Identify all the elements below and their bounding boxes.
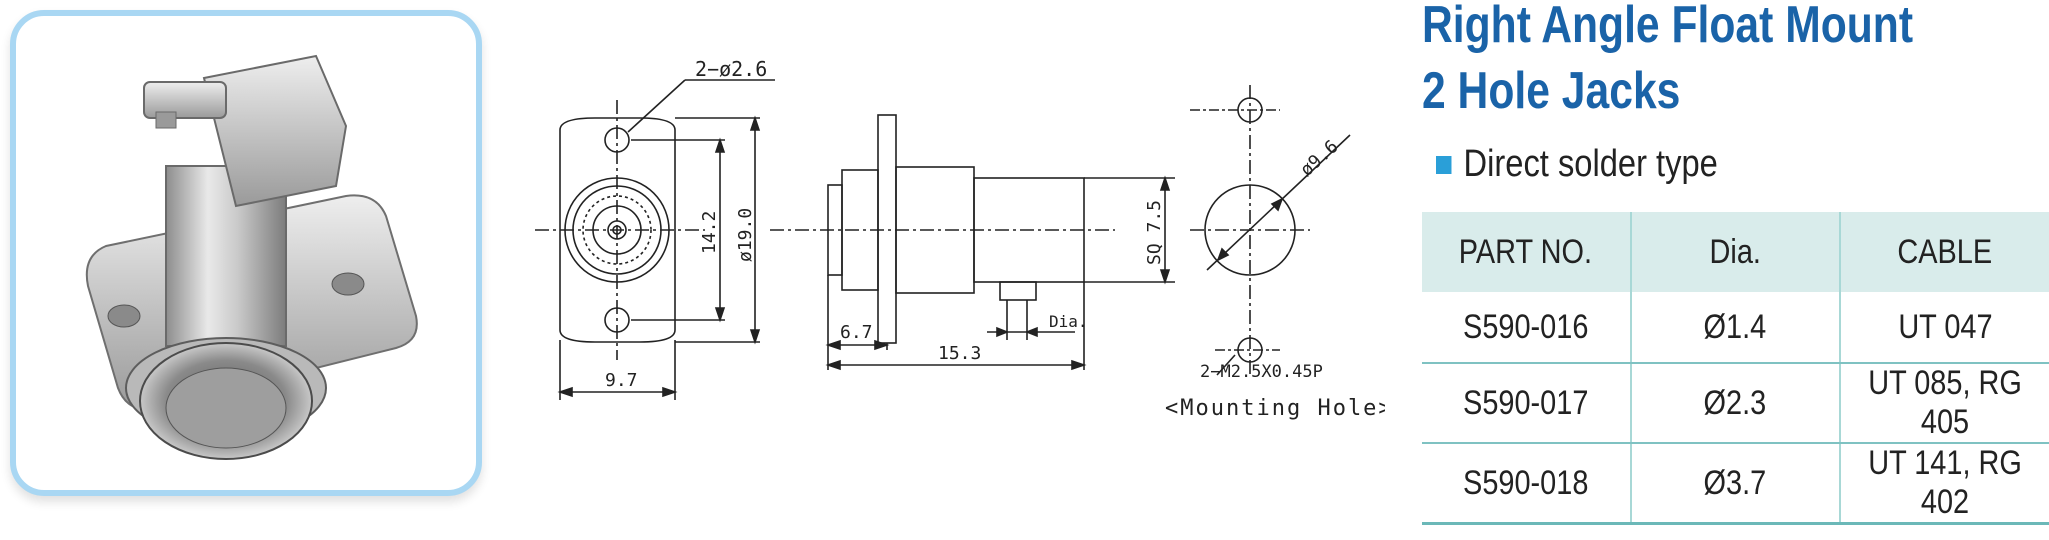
hole-label: 2−ø2.6: [695, 57, 767, 81]
cell-part-no: S590-017: [1422, 363, 1632, 444]
cell-cable: UT 141, RG 402: [1839, 443, 2049, 525]
dim-9-7: 9.7: [605, 370, 638, 391]
dim-19-0: ø19.0: [735, 208, 756, 262]
parts-table: PART NO. Dia. CABLE S590-016 Ø1.4 UT 047…: [1422, 212, 2049, 525]
dim-15-3: 15.3: [938, 343, 981, 364]
bullet-square-icon: [1436, 155, 1452, 174]
cell-dia: Ø2.3: [1630, 363, 1841, 444]
dim-sq-7-5: SQ 7.5: [1144, 200, 1165, 265]
dia-label: Dia.: [1049, 312, 1088, 331]
cell-dia: Ø3.7: [1630, 443, 1841, 525]
header-cable: CABLE: [1839, 212, 2049, 292]
cell-cable: UT 047: [1839, 292, 2049, 364]
dim-9-6: ø9.6: [1296, 136, 1342, 181]
mounting-hole-label: <Mounting Hole>: [1165, 396, 1385, 421]
header-dia: Dia.: [1630, 212, 1841, 292]
title-line-2: 2 Hole Jacks: [1422, 62, 1681, 120]
thread-label: 2−M2.5X0.45P: [1200, 362, 1323, 382]
dim-6-7: 6.7: [840, 322, 873, 343]
technical-drawing: 2−ø2.6 14.2 ø19.0 9.7 SQ 7.5 6.7 15.3 Di…: [535, 57, 1385, 421]
product-photo: [85, 54, 418, 460]
cell-dia: Ø1.4: [1630, 292, 1841, 364]
section-subtitle: Direct solder type: [1436, 143, 1718, 186]
table-row: S590-016 Ø1.4 UT 047: [1422, 292, 2049, 364]
header-part-no: PART NO.: [1422, 212, 1632, 292]
subtitle-text: Direct solder type: [1463, 143, 1718, 185]
title-line-1: Right Angle Float Mount: [1422, 0, 1914, 54]
cell-cable: UT 085, RG 405: [1839, 363, 2049, 444]
cell-part-no: S590-016: [1422, 292, 1632, 364]
page-title: Right Angle Float Mount 2 Hole Jacks: [1422, 0, 1913, 124]
table-row: S590-018 Ø3.7 UT 141, RG 402: [1422, 443, 2049, 525]
cell-part-no: S590-018: [1422, 443, 1632, 525]
table-row: S590-017 Ø2.3 UT 085, RG 405: [1422, 363, 2049, 444]
product-photo-frame: [10, 10, 482, 496]
table-header-row: PART NO. Dia. CABLE: [1422, 212, 2049, 292]
dim-14-2: 14.2: [699, 211, 720, 254]
